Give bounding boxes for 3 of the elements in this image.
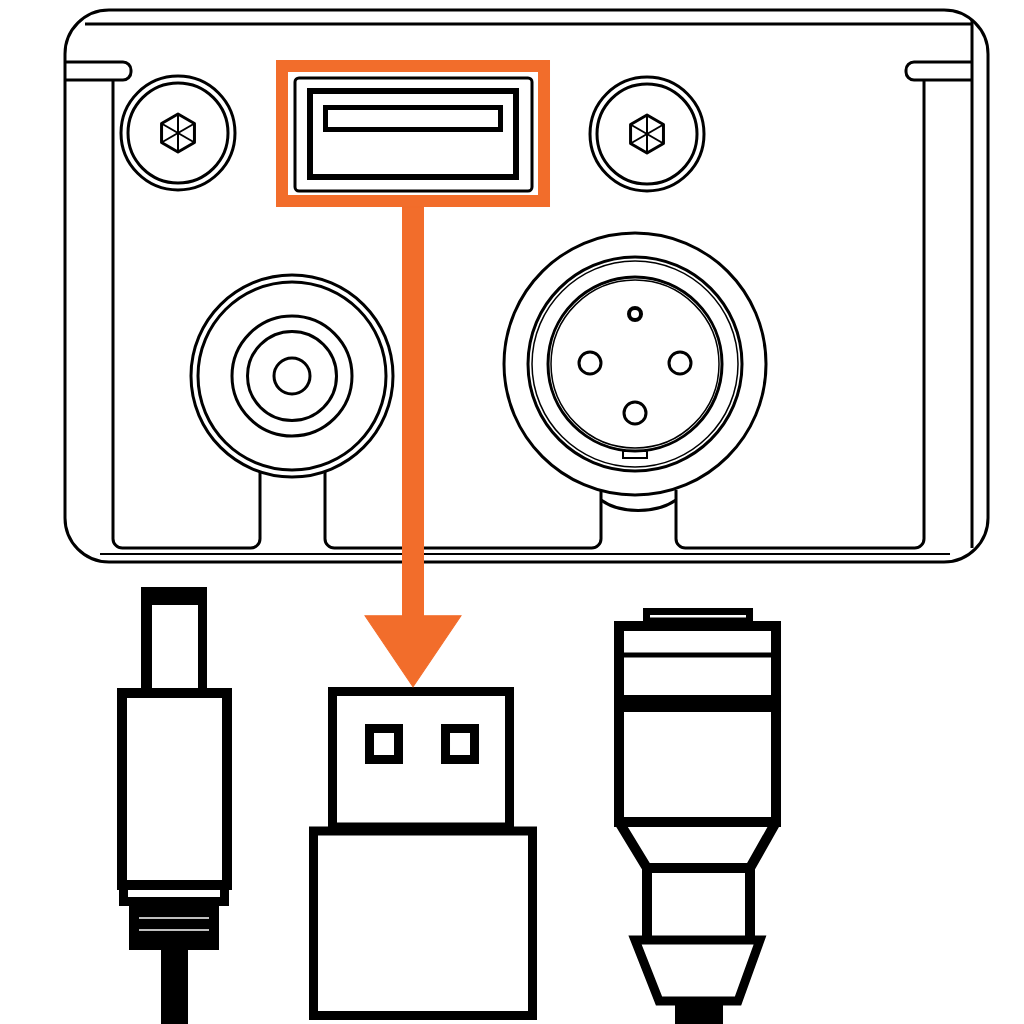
usb-plug xyxy=(309,687,537,1020)
highlight-box xyxy=(276,60,550,207)
arrow xyxy=(364,206,462,688)
